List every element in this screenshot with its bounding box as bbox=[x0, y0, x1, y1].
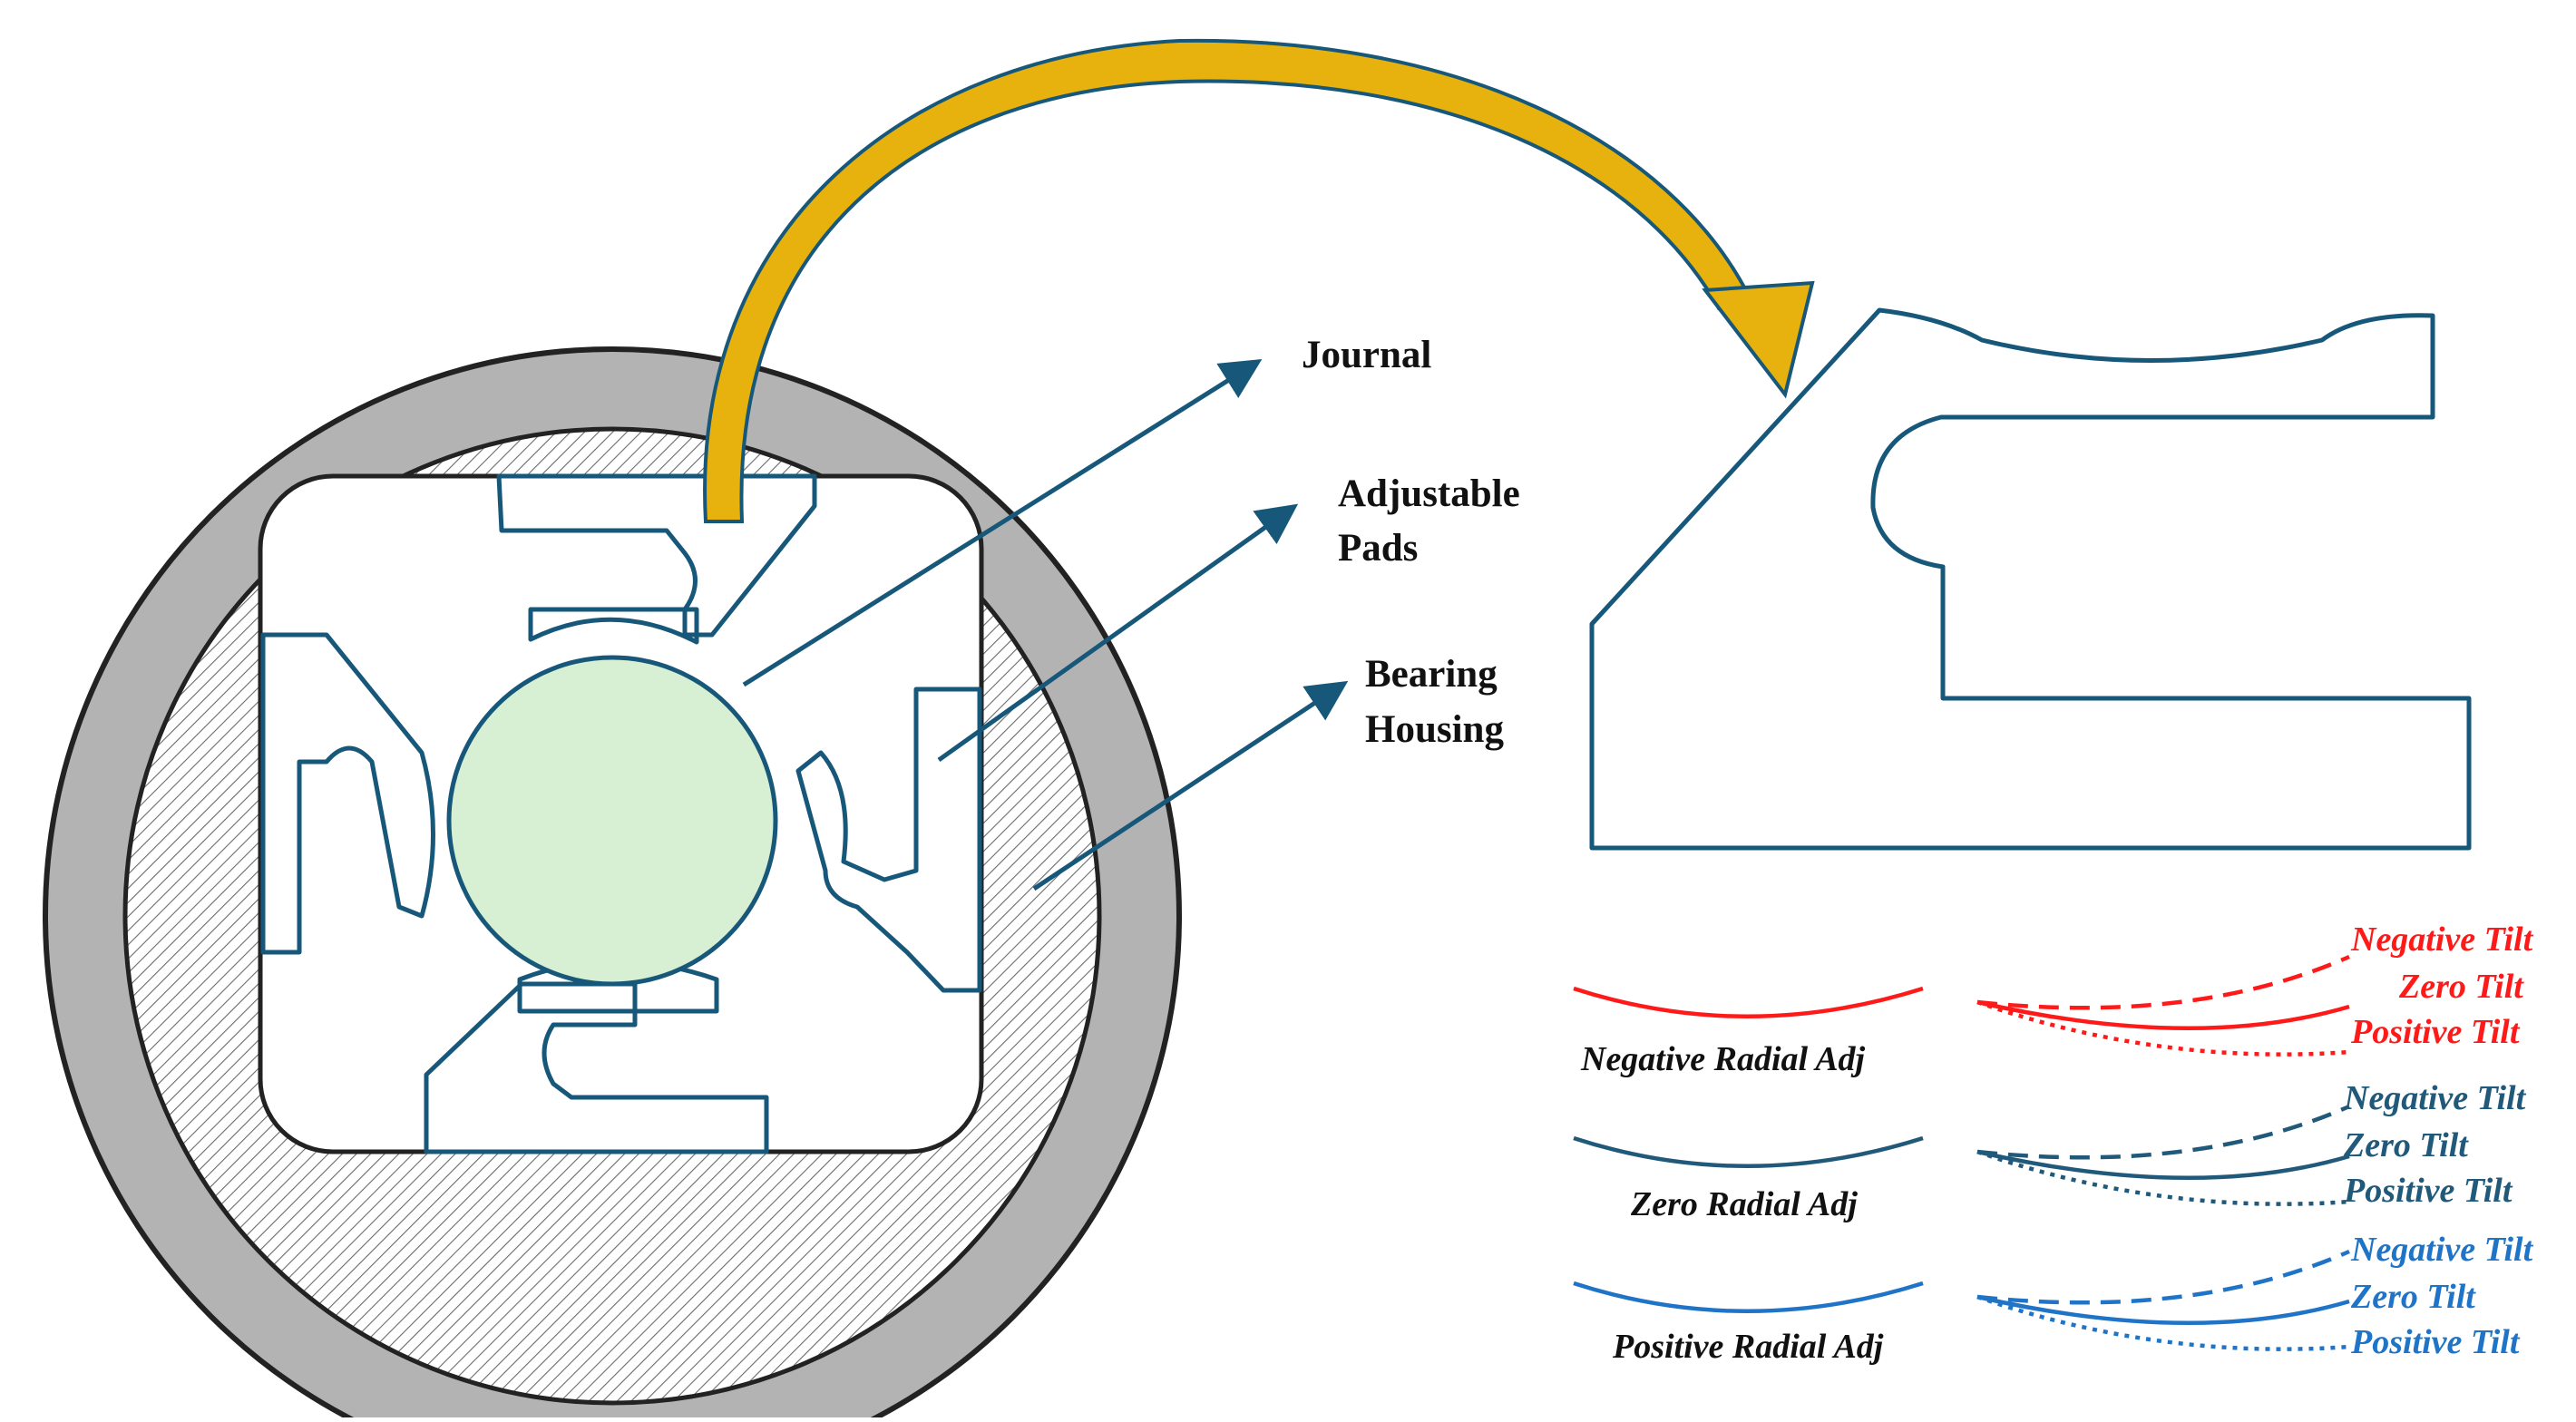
zero-tilt-curve-1 bbox=[1976, 1149, 2350, 1181]
radial-adj-curve-2 bbox=[1573, 1281, 1924, 1314]
journal-leader bbox=[742, 359, 1263, 687]
tilt-label-pos-positive: Positive Tilt bbox=[2350, 1323, 2521, 1361]
housing-leader bbox=[1032, 680, 1349, 891]
zoom-arrow bbox=[703, 38, 1815, 523]
bearing-housing-label-line2: Housing bbox=[1365, 708, 1504, 751]
pad-bottom bbox=[424, 981, 769, 1154]
leader-lines bbox=[742, 359, 1349, 891]
zoom-arrow-head bbox=[1702, 280, 1815, 399]
positive-tilt-curve-0 bbox=[1976, 999, 2350, 1057]
journal-label: Journal bbox=[1302, 334, 1431, 376]
adjustable-pads-label-line2: Pads bbox=[1338, 527, 1418, 570]
zero-tilt-curve-0 bbox=[1976, 999, 2350, 1031]
adjustable-pads-label-line1: Adjustable bbox=[1338, 472, 1520, 515]
pad-left bbox=[260, 632, 435, 955]
pads-leader bbox=[937, 503, 1299, 763]
tilt-label-neg-zero: Zero Tilt bbox=[2398, 968, 2524, 1006]
tilt-label-zero-negative: Negative Tilt bbox=[2343, 1079, 2527, 1117]
pad-top bbox=[496, 473, 817, 638]
tilt-legend bbox=[1573, 954, 2350, 1351]
tilt-label-pos-zero: Zero Tilt bbox=[2350, 1278, 2476, 1316]
positive-tilt-curve-2 bbox=[1976, 1294, 2350, 1351]
bearing-housing-label-line1: Bearing bbox=[1365, 653, 1498, 696]
journal bbox=[446, 655, 778, 987]
radial-adj-curve-1 bbox=[1573, 1135, 1924, 1169]
tilt-label-neg-negative: Negative Tilt bbox=[2350, 920, 2534, 959]
pad-top-tip bbox=[528, 607, 699, 645]
tilt-label-zero-positive: Positive Tilt bbox=[2343, 1172, 2513, 1210]
tilt-label-neg-positive: Positive Tilt bbox=[2350, 1013, 2521, 1051]
caption-negative-radial-adj: Negative Radial Adj bbox=[1580, 1040, 1866, 1078]
caption-positive-radial-adj: Positive Radial Adj bbox=[1612, 1328, 1884, 1366]
negative-tilt-curve-0 bbox=[1976, 954, 2350, 1010]
caption-zero-radial-adj: Zero Radial Adj bbox=[1630, 1185, 1858, 1223]
pad-detail-outline bbox=[1589, 307, 2472, 851]
negative-tilt-curve-2 bbox=[1976, 1249, 2350, 1305]
positive-tilt-curve-1 bbox=[1976, 1149, 2350, 1206]
radial-adj-curve-0 bbox=[1573, 986, 1924, 1019]
negative-tilt-curve-1 bbox=[1976, 1104, 2350, 1160]
tilt-legend-text: Negative Radial Adj Zero Radial Adj Posi… bbox=[1580, 920, 2534, 1366]
tilt-label-pos-negative: Negative Tilt bbox=[2350, 1231, 2534, 1269]
tilt-label-zero-zero: Zero Tilt bbox=[2343, 1126, 2469, 1164]
pad-right bbox=[795, 687, 982, 993]
zero-tilt-curve-2 bbox=[1976, 1294, 2350, 1326]
